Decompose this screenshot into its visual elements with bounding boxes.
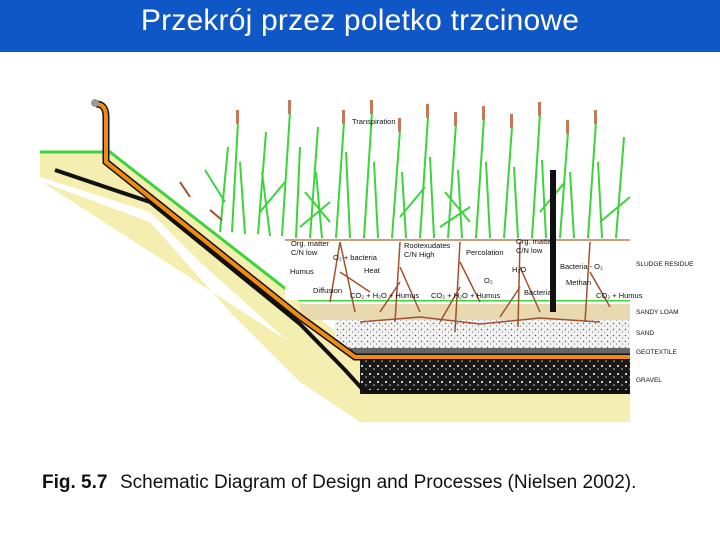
slide-title: Przekrój przez poletko trzcinowe [140,4,580,37]
figure-caption: Fig. 5.7 Schematic Diagram of Design and … [42,472,682,498]
reed-seed-heads [236,100,597,134]
label-cn-low-right: C/N low [516,246,543,255]
label-methan: Methan [566,278,591,287]
label-bacteria-o2: Bacteria - O₂ [560,262,603,271]
drain-pipe-fill [95,102,630,359]
sandy-loam-layer [300,304,630,320]
pipe-vent-cap [91,99,99,107]
layer-label-geotextile: GEOTEXTILE [636,349,677,356]
gravel-layer [360,358,630,394]
layer-label-gravel: GRAVEL [636,377,662,384]
layer-label-sandy-loam: SANDY LOAM [636,309,679,316]
soil-base [42,182,630,422]
reed-bed-cross-section-diagram: Transpiration Org. matter C/N low O₂ + b… [40,99,694,422]
label-products-2: CO₂ + H₂O + Humus [431,291,500,300]
label-org-matter-right: Org. matter [516,237,554,246]
label-h2o: H₂O [512,265,526,274]
label-diffusion: Diffusion [313,286,342,295]
label-products-3: CO₂ + Humus [596,291,643,300]
label-o2: O₂ [484,276,493,285]
sand-layer [335,320,630,348]
reed-roots [329,241,611,333]
label-transpiration: Transpiration [352,117,396,126]
label-bacteria: Bacteria [524,288,552,297]
label-percolation: Percolation [466,248,504,257]
label-org-matter-left: Org. matter [291,239,329,248]
vent-standpipe [550,170,556,312]
label-heat: Heat [364,266,381,275]
geotextile-layer [350,348,630,358]
title-bar: Przekrój przez poletko trzcinowe [0,0,720,52]
layer-label-sludge-residue: SLUDGE RESIDUE [636,261,694,268]
label-o2-bacteria: O₂ + bacteria [333,253,378,262]
label-humus-left: Humus [290,267,314,276]
label-products-1: CO₂ + H₂O + Humus [350,291,419,300]
liner-line [54,168,630,394]
layer-label-sand: SAND [636,330,654,337]
label-cn-low-left: C/N low [291,248,318,257]
label-rootexudates: Rootexudates [404,241,451,250]
figure-label: Fig. 5.7 [42,472,108,493]
label-cn-high: C/N High [404,250,434,259]
slope-stems [179,181,223,221]
reed-plants [204,111,631,239]
figure-caption-text: Schematic Diagram of Design and Processe… [120,472,637,493]
